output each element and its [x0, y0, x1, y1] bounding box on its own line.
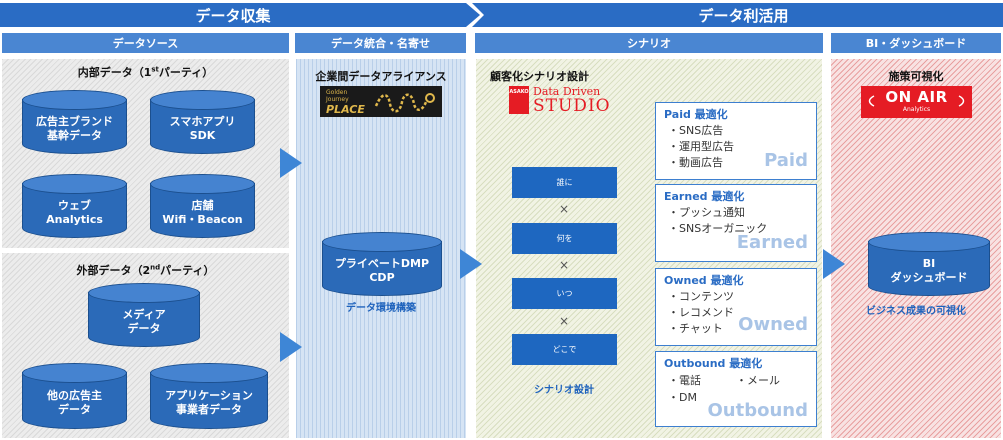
times-symbol-3: ×	[558, 314, 570, 328]
cylinder-private-dmp-cdp: プライベートDMP CDP	[322, 232, 442, 296]
arrow-external-to-dmp	[280, 332, 302, 362]
collect-banner: データ収集	[0, 3, 466, 27]
paid-optimization-box: Paid 最適化 ・SNS広告 ・運用型広告 ・動画広告 Paid	[655, 102, 817, 180]
utilize-banner-shape	[472, 3, 1003, 27]
external-data-title: 外部データ（2ndパーティ）	[76, 263, 215, 277]
scenario-step-what: 何を	[512, 223, 617, 254]
scenario-step-when: いつ	[512, 278, 617, 309]
business-result-caption: ビジネス成果の可視化	[866, 306, 966, 317]
times-symbol-2: ×	[558, 258, 570, 272]
collect-banner-shape	[0, 3, 480, 27]
times-symbol-1: ×	[558, 202, 570, 216]
arrow-internal-to-dmp	[280, 148, 302, 178]
cylinder-store-wifi-beacon: 店舗 Wifi・Beacon	[150, 174, 255, 238]
column-header-bi: BI・ダッシュボード	[831, 33, 1001, 53]
cylinder-other-advertiser-data: 他の広告主 データ	[22, 363, 127, 429]
utilize-banner-label: データ利活用	[698, 6, 789, 25]
scenario-step-who: 誰に	[512, 167, 617, 198]
alliance-title: 企業間データアライアンス	[315, 70, 447, 83]
outbound-optimization-box: Outbound 最適化 ・電話 ・メール ・DM Outbound	[655, 351, 817, 427]
arrow-scenario-to-bi	[823, 249, 845, 279]
cylinder-app-vendor-data: アプリケーション 事業者データ	[150, 363, 268, 429]
data-driven-studio-logo: ASAKO Data Driven STUDIO	[509, 85, 611, 116]
column-header-source: データソース	[2, 33, 289, 53]
internal-data-title: 内部データ（1stパーティ）	[77, 65, 214, 79]
arrow-dmp-to-scenario	[460, 249, 482, 279]
scenario-design-caption: シナリオ設計	[534, 385, 594, 396]
cylinder-bi-dashboard: BI ダッシュボード	[868, 232, 990, 296]
golden-journey-place-logo: Golden Journey PLACE	[320, 86, 442, 117]
journey-path-icon	[374, 93, 435, 113]
measure-visualization-title: 施策可視化	[888, 70, 944, 83]
utilize-banner: データ利活用	[484, 3, 1003, 27]
owned-optimization-box: Owned 最適化 ・コンテンツ ・レコメンド ・チャット Owned	[655, 268, 817, 346]
column-header-scenario: シナリオ	[475, 33, 823, 53]
data-environment-caption: データ環境構築	[346, 303, 416, 314]
collect-banner-label: データ収集	[195, 6, 271, 25]
wave-right-icon	[958, 95, 965, 107]
column-header-integration: データ統合・名寄せ	[295, 33, 466, 53]
scenario-design-title: 顧客化シナリオ設計	[490, 70, 589, 83]
earned-optimization-box: Earned 最適化 ・プッシュ通知 ・SNSオーガニック Earned	[655, 184, 817, 262]
cylinder-media-data: メディア データ	[88, 283, 200, 347]
scenario-step-where: どこで	[512, 334, 617, 365]
cylinder-web-analytics: ウェブ Analytics	[22, 174, 127, 238]
on-air-analytics-logo: ON AIR Analytics	[861, 86, 972, 118]
cylinder-brand-core-data: 広告主ブランド 基幹データ	[22, 90, 127, 154]
cylinder-app-sdk: スマホアプリ SDK	[150, 90, 255, 154]
wave-left-icon	[868, 95, 875, 107]
